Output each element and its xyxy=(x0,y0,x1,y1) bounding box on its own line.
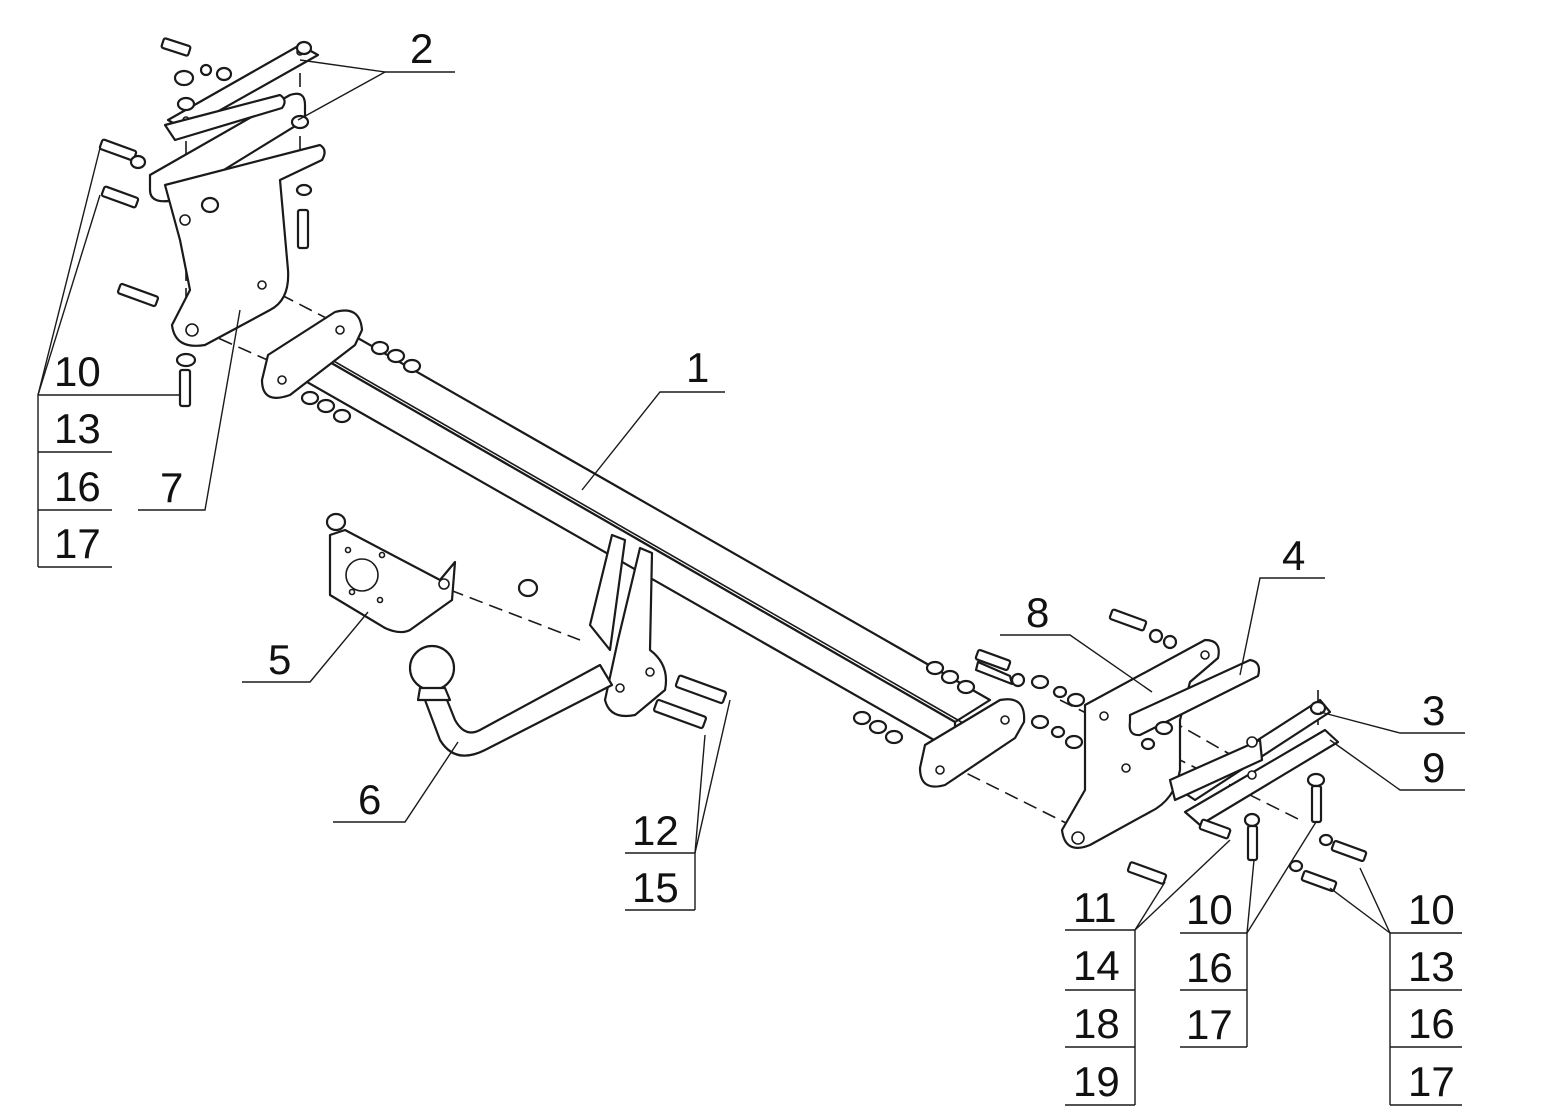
callout-8: 8 xyxy=(1026,589,1049,636)
right-b-callout-17: 17 xyxy=(1186,1001,1233,1048)
callout-leaders xyxy=(37,59,1465,1106)
socket-bracket xyxy=(325,512,539,634)
callout-1: 1 xyxy=(686,344,709,391)
left-callout-13: 13 xyxy=(54,405,101,452)
callout-9: 9 xyxy=(1422,744,1445,791)
right-c-callout-13: 13 xyxy=(1408,943,1455,990)
callout-15: 15 xyxy=(632,864,679,911)
right-b-callout-10: 10 xyxy=(1186,886,1233,933)
right-c-callout-10: 10 xyxy=(1408,886,1455,933)
left-bracket-bolts xyxy=(98,37,313,408)
right-c-callout-17: 17 xyxy=(1408,1058,1455,1105)
right-a-callout-19: 19 xyxy=(1073,1058,1120,1105)
callout-6: 6 xyxy=(358,776,381,823)
right-a-callout-11: 11 xyxy=(1073,884,1117,931)
callout-7: 7 xyxy=(160,464,183,511)
callout-4: 4 xyxy=(1282,532,1305,579)
tow-ball-hook xyxy=(408,644,728,757)
callout-5: 5 xyxy=(268,636,291,683)
left-callout-10: 10 xyxy=(54,348,101,395)
left-callout-16: 16 xyxy=(54,463,101,510)
callout-3: 3 xyxy=(1422,687,1445,734)
left-callout-17: 17 xyxy=(54,520,101,567)
right-a-callout-18: 18 xyxy=(1073,1000,1120,1047)
main-crossbar xyxy=(260,309,1026,788)
callout-12: 12 xyxy=(632,807,679,854)
right-c-callout-16: 16 xyxy=(1408,1000,1455,1047)
right-side-bracket xyxy=(1060,638,1340,849)
right-plate-nuts xyxy=(852,660,1086,750)
left-side-bracket xyxy=(148,43,326,347)
left-plate-nuts xyxy=(300,340,422,424)
right-bracket-bolts xyxy=(974,608,1368,893)
callout-labels: 1 2 7 5 6 8 4 3 9 12 15 10 13 16 17 11 1… xyxy=(54,25,1455,1105)
right-b-callout-16: 16 xyxy=(1186,944,1233,991)
right-a-callout-14: 14 xyxy=(1073,942,1120,989)
callout-2: 2 xyxy=(410,25,433,72)
